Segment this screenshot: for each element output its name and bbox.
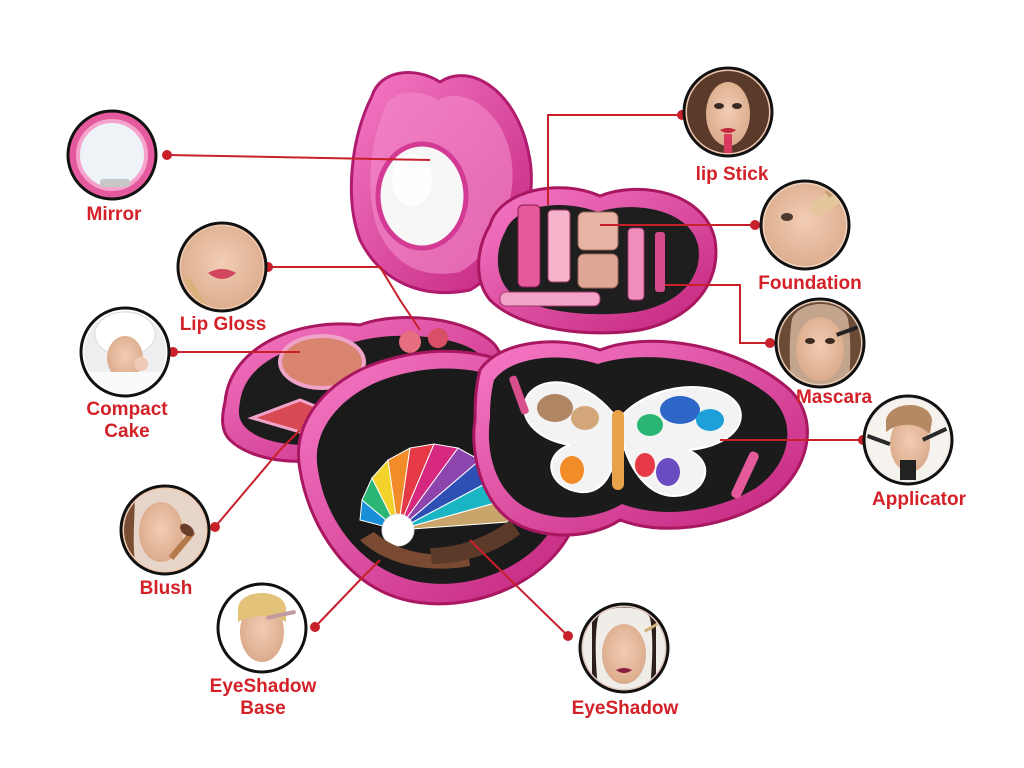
eyeshadow-label: EyeShadow [571,698,679,719]
lip-gloss-leader [268,266,421,331]
blush-face-icon [119,484,211,576]
eyeshadow-face-icon [578,602,670,694]
mascara-leader [665,284,770,344]
callout-avatars [66,66,954,694]
butterfly-palette [523,381,742,498]
mirror-leader [166,154,431,161]
lipstick-face-icon [682,66,774,158]
makeup-kit [221,71,809,606]
mirror-label: Mirror [86,204,142,225]
compact-cake-label: Compact Cake [86,399,168,442]
compact-cake-face-icon [79,306,171,398]
lip-gloss-label: Lip Gloss [179,314,267,335]
mirror-icon [66,109,158,201]
lipstick-label: lip Stick [695,164,769,185]
leader-lines [162,110,868,641]
mascara-label: Mascara [795,387,873,408]
mascara-face-icon [774,297,866,389]
foundation-label: Foundation [758,273,862,294]
foundation-face-icon [759,179,851,271]
applicator-label: Applicator [872,489,966,510]
eyeshadow-leader [469,539,569,637]
lipstick-leader [547,114,682,205]
eyeshadow-base-face-icon [216,582,308,674]
lip-gloss-face-icon [176,221,268,313]
applicator-face-icon [862,394,954,486]
blush-label: Blush [139,578,193,599]
eyeshadow-fan [359,443,509,547]
eyeshadow-base-leader [314,559,381,628]
eyeshadow-base-label: EyeShadow Base [209,676,317,719]
blush-leader [214,429,301,528]
compact-cake-pan [278,334,366,390]
